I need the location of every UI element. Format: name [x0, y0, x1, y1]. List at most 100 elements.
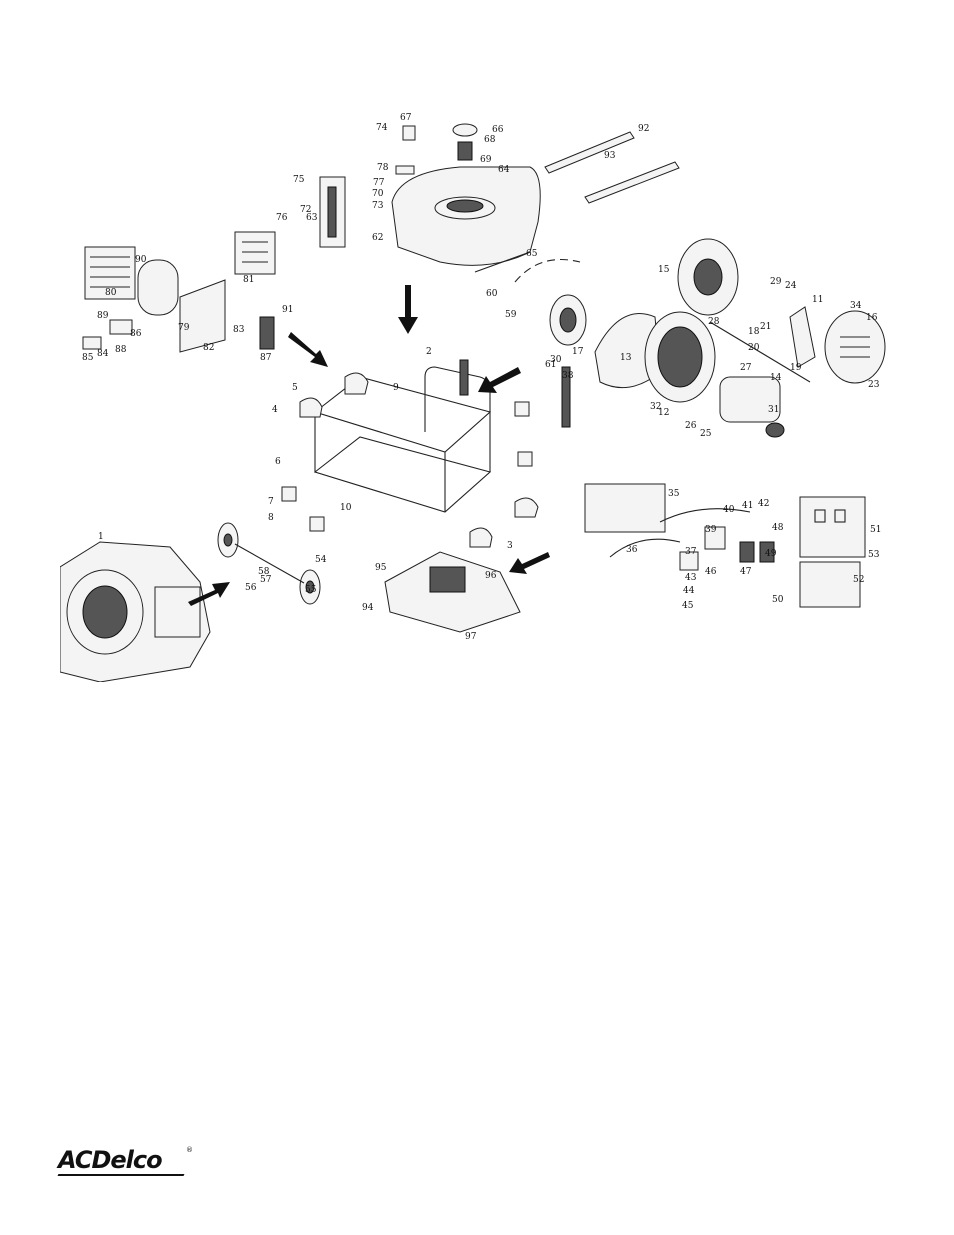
callout-73: 73 — [372, 201, 384, 211]
callout-9: 9 — [393, 383, 399, 393]
logo-underline — [57, 1174, 185, 1176]
callout-38: 38 — [562, 371, 574, 381]
callout-11: 11 — [812, 295, 823, 305]
callout-41: 41 — [742, 501, 753, 511]
callout-81: 81 — [243, 275, 254, 285]
callout-16: 16 — [866, 313, 878, 323]
callout-70: 70 — [372, 189, 384, 199]
callout-37: 37 — [685, 547, 697, 557]
callout-42: 42 — [758, 499, 769, 509]
callout-95: 95 — [375, 563, 387, 573]
callout-17: 17 — [572, 347, 584, 357]
callout-44: 44 — [683, 586, 695, 596]
callout-20: 20 — [748, 343, 760, 353]
callout-61: 61 — [545, 360, 556, 370]
callout-80: 80 — [105, 288, 117, 298]
callout-58: 58 — [258, 567, 270, 577]
callout-69: 69 — [480, 155, 492, 165]
callout-86: 86 — [130, 329, 142, 339]
callout-labels: 1234567891011121314151617181920212324252… — [82, 113, 881, 642]
callout-74: 74 — [376, 123, 388, 133]
carburetor-group — [384, 551, 521, 633]
callout-84: 84 — [97, 349, 109, 359]
callout-79: 79 — [178, 323, 190, 333]
callout-48: 48 — [772, 523, 784, 533]
callout-21: 21 — [760, 322, 771, 332]
callout-23: 23 — [868, 380, 880, 390]
callout-64: 64 — [498, 165, 510, 175]
callout-55: 55 — [305, 585, 317, 595]
callout-96: 96 — [485, 571, 497, 581]
callout-51: 51 — [870, 525, 881, 535]
callout-63: 63 — [306, 213, 318, 223]
callout-66: 66 — [492, 125, 504, 135]
arrow-group — [188, 285, 550, 606]
callout-97: 97 — [465, 632, 477, 642]
callout-60: 60 — [486, 289, 498, 299]
callout-4: 4 — [272, 405, 278, 415]
callout-72: 72 — [300, 205, 311, 215]
callout-65: 65 — [526, 249, 538, 259]
callout-46: 46 — [705, 567, 717, 577]
callout-26: 26 — [685, 421, 697, 431]
callout-2: 2 — [426, 347, 432, 357]
callout-87: 87 — [260, 353, 272, 363]
callout-31: 31 — [768, 405, 779, 415]
callout-45: 45 — [682, 601, 694, 611]
callout-52: 52 — [853, 575, 864, 585]
callout-5: 5 — [292, 383, 298, 393]
callout-67: 67 — [400, 113, 412, 123]
callout-1: 1 — [98, 532, 104, 542]
callout-83: 83 — [233, 325, 245, 335]
callout-12: 12 — [658, 408, 669, 418]
callout-59: 59 — [505, 310, 517, 320]
callout-54: 54 — [315, 555, 327, 565]
callout-19: 19 — [790, 363, 802, 373]
callout-7: 7 — [268, 497, 274, 507]
callout-85: 85 — [82, 353, 94, 363]
engine-group — [60, 541, 211, 682]
alternator-group — [514, 238, 886, 438]
callout-15: 15 — [658, 265, 670, 275]
callout-34: 34 — [850, 301, 862, 311]
callout-47: 47 — [740, 567, 752, 577]
callout-76: 76 — [276, 213, 288, 223]
callout-57: 57 — [260, 575, 272, 585]
callout-28: 28 — [708, 317, 720, 327]
callout-78: 78 — [377, 163, 389, 173]
callout-92: 92 — [638, 124, 649, 134]
frame-group — [281, 359, 571, 548]
acdelco-logo: ACDelco ® — [57, 1146, 198, 1180]
callout-75: 75 — [293, 175, 305, 185]
callout-30: 30 — [550, 355, 562, 365]
callout-43: 43 — [685, 573, 697, 583]
callout-56: 56 — [245, 583, 257, 593]
muffler-group — [82, 231, 276, 353]
wheel-group — [217, 522, 321, 605]
callout-25: 25 — [700, 429, 712, 439]
callout-94: 94 — [362, 603, 374, 613]
callout-35: 35 — [668, 489, 680, 499]
bracket-group — [544, 131, 680, 204]
callout-24: 24 — [785, 281, 797, 291]
callout-88: 88 — [115, 345, 127, 355]
control-panel-group — [584, 483, 866, 608]
callout-14: 14 — [770, 373, 782, 383]
callout-6: 6 — [275, 457, 281, 467]
callout-53: 53 — [868, 550, 880, 560]
callout-13: 13 — [620, 353, 632, 363]
callout-27: 27 — [740, 363, 752, 373]
callout-40: 40 — [723, 505, 735, 515]
callout-62: 62 — [372, 233, 383, 243]
callout-39: 39 — [705, 525, 717, 535]
callout-32: 32 — [650, 402, 661, 412]
callout-82: 82 — [203, 343, 214, 353]
callout-89: 89 — [97, 311, 109, 321]
logo-text: ACDelco — [58, 1146, 163, 1174]
registered-mark: ® — [186, 1146, 193, 1154]
callout-50: 50 — [772, 595, 784, 605]
callout-91: 91 — [282, 305, 293, 315]
callout-8: 8 — [268, 513, 274, 523]
callout-18: 18 — [748, 327, 760, 337]
